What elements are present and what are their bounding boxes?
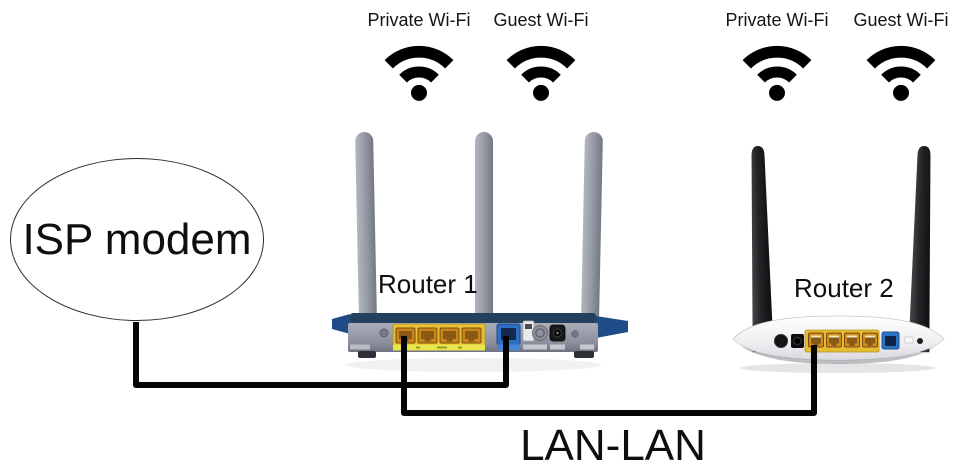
router1-guest-wifi-group: Guest Wi-Fi (479, 10, 603, 103)
router1-label: Router 1 (378, 269, 478, 299)
router1-reflection (345, 358, 601, 372)
router1-left-wing (332, 314, 350, 334)
router1-screw-left (379, 328, 389, 338)
router1-guest-wifi-label: Guest Wi-Fi (493, 10, 589, 30)
router1-foot-left (358, 351, 376, 358)
router2-antenna-right (908, 146, 931, 353)
router2-reset-slot (904, 336, 914, 344)
router2-power-button (774, 334, 788, 348)
router1-antenna-left (355, 132, 377, 324)
router2-private-wifi-group: Private Wi-Fi (715, 10, 839, 103)
router1-antenna-middle (475, 132, 493, 324)
router2-wan-port (881, 331, 900, 350)
wifi-icon (866, 46, 936, 101)
router2-underside-shadow (741, 346, 936, 364)
wifi-icon (384, 46, 454, 101)
router1-screw-right (571, 330, 579, 338)
cable-isp-to-router1-wan (133, 322, 509, 388)
router1-power-jack (549, 324, 566, 350)
router1-power-button (532, 325, 548, 350)
router2-private-wifi-label: Private Wi-Fi (725, 10, 829, 30)
router1-private-wifi-label: Private Wi-Fi (367, 10, 471, 30)
router2-power-jack (791, 334, 804, 348)
router2-antenna-left (751, 146, 774, 353)
router1-label-strip-right (580, 344, 594, 350)
router2-screw (917, 338, 923, 344)
router2-device (732, 146, 945, 373)
router1-antenna-right (581, 132, 603, 324)
router2-reflection (740, 363, 936, 373)
router2-label: Router 2 (794, 273, 894, 303)
router2-lan-ports (804, 329, 880, 353)
lan-lan-connection-label: LAN-LAN (520, 421, 706, 470)
router1-right-wing (596, 316, 628, 338)
router1-foot-right (574, 351, 594, 358)
isp-modem-node: ISP modem (10, 158, 264, 321)
cable-router1-lan-to-router2-lan (401, 336, 817, 416)
router1-device (332, 132, 628, 372)
router1-label-strip-left (350, 344, 370, 350)
router1-lan-ports (392, 323, 486, 351)
router2-guest-wifi-label: Guest Wi-Fi (853, 10, 949, 30)
wifi-icon (742, 46, 812, 101)
router1-private-wifi-group: Private Wi-Fi (357, 10, 481, 103)
router1-top-stripe (350, 313, 596, 325)
router2-guest-wifi-group: Guest Wi-Fi (839, 10, 960, 103)
isp-modem-label: ISP modem (22, 214, 252, 264)
wifi-icon (506, 46, 576, 101)
